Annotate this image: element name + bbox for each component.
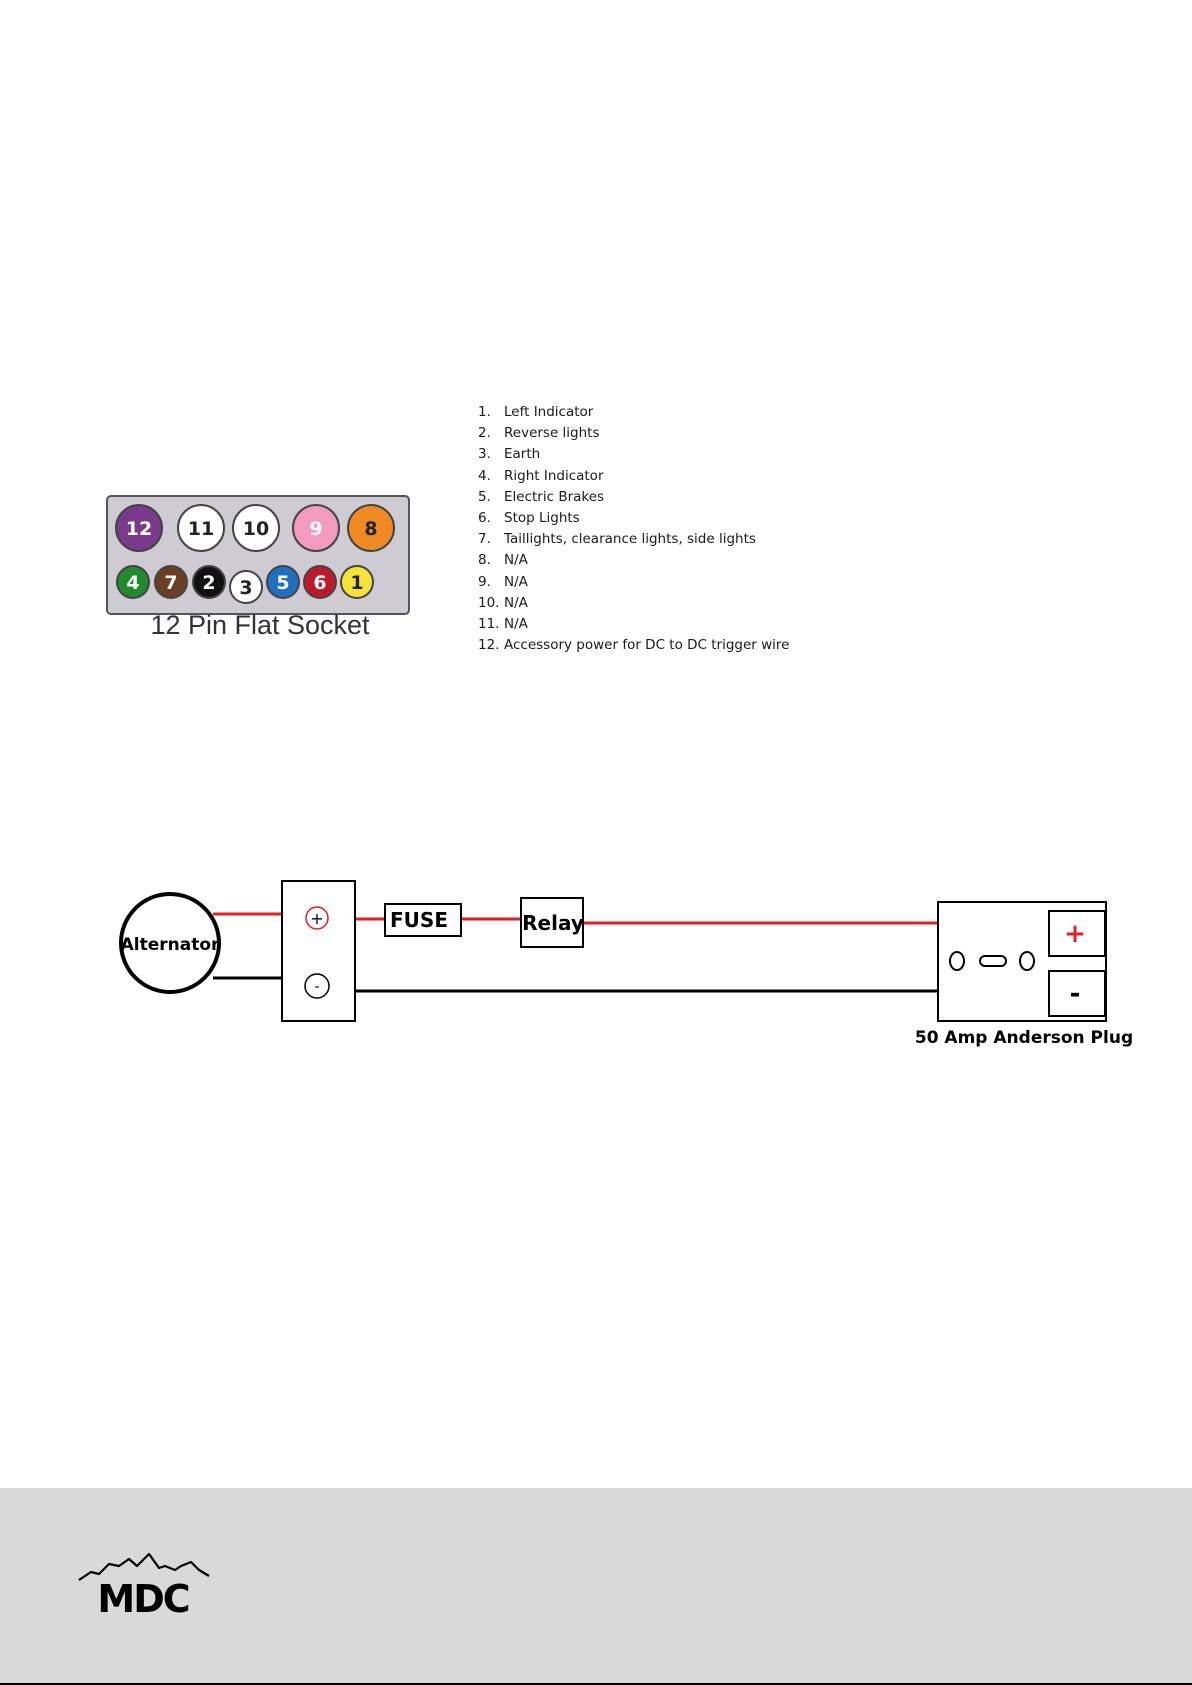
pin-function-text: Right Indicator bbox=[504, 467, 604, 484]
pin-6-label: 6 bbox=[313, 572, 326, 594]
pin-2-label: 2 bbox=[202, 572, 215, 594]
pin-8-circle bbox=[347, 504, 395, 552]
pin-12-circle bbox=[115, 504, 163, 552]
pin-function-number: 5. bbox=[478, 488, 491, 505]
pin-3-circle bbox=[229, 570, 263, 604]
pin-function-list: 1. Left Indicator 2. Reverse lights 3. Earth 4… bbox=[478, 402, 789, 656]
socket-caption: 12 Pin Flat Socket bbox=[150, 610, 370, 640]
pin-function-item: 3. Earth bbox=[478, 444, 789, 465]
pin-function-number: 8. bbox=[478, 552, 491, 569]
pin-function-item: 7. Taillights, clearance lights, side lig… bbox=[478, 529, 789, 550]
pin-function-item: 8. N/A bbox=[478, 550, 789, 571]
pin-4-label: 4 bbox=[126, 572, 139, 594]
pin-function-item: 5. Electric Brakes bbox=[478, 487, 789, 508]
alternator-circle bbox=[119, 892, 221, 994]
pin-function-text: N/A bbox=[504, 594, 528, 611]
relay-box bbox=[520, 897, 584, 948]
pin-function-text: Taillights, clearance lights, side light… bbox=[504, 531, 756, 548]
pin-function-text: Earth bbox=[504, 446, 541, 463]
pin-9-label: 9 bbox=[309, 518, 322, 540]
pin-6-circle bbox=[303, 565, 337, 599]
mdc-logo: MDC bbox=[78, 1552, 210, 1615]
pin-function-item: 1. Left Indicator bbox=[478, 402, 789, 423]
pin-function-text: Reverse lights bbox=[504, 425, 600, 442]
pin-function-text: Left Indicator bbox=[504, 404, 594, 420]
footer-bottom-line bbox=[0, 1683, 1192, 1685]
pin-10-label: 10 bbox=[243, 518, 269, 540]
fuse-label: FUSE bbox=[390, 908, 448, 932]
pin-function-number: 6. bbox=[478, 509, 491, 526]
pin-function-number: 10. bbox=[478, 594, 500, 611]
negative-terminal-symbol: - bbox=[314, 979, 319, 995]
pin-3-label: 3 bbox=[239, 577, 252, 599]
socket-diagram: 12 11 10 9 8 4 7 2 3 5 6 1 bbox=[106, 495, 410, 615]
plug-positive-symbol: + bbox=[1064, 919, 1086, 949]
pin-1-circle bbox=[340, 565, 374, 599]
pin-7-circle bbox=[154, 565, 188, 599]
pin-9-circle bbox=[292, 504, 340, 552]
plug-hole-right bbox=[1019, 951, 1035, 971]
pin-2-circle bbox=[192, 565, 226, 599]
positive-terminal-symbol: + bbox=[310, 909, 323, 928]
pin-12-label: 12 bbox=[126, 518, 152, 540]
pin-function-number: 7. bbox=[478, 531, 491, 548]
pin-function-number: 1. bbox=[478, 404, 491, 420]
pin-function-item: 2. Reverse lights bbox=[478, 423, 789, 444]
plug-negative-symbol: - bbox=[1070, 979, 1081, 1009]
plug-hole-left bbox=[949, 951, 965, 971]
fuse-box bbox=[384, 903, 462, 937]
plug-hole-center bbox=[979, 955, 1007, 967]
pin-function-number: 11. bbox=[478, 615, 500, 632]
pin-function-item: 10.N/A bbox=[478, 593, 789, 614]
pin-11-label: 11 bbox=[188, 518, 214, 540]
positive-terminal bbox=[305, 906, 329, 930]
plug-positive-contact bbox=[1048, 910, 1106, 957]
plug-label: 50 Amp Anderson Plug bbox=[915, 1028, 1133, 1048]
pin-function-text: Accessory power for DC to DC trigger wir… bbox=[504, 637, 790, 654]
pin-1-label: 1 bbox=[350, 572, 363, 594]
pin-function-number: 12. bbox=[478, 637, 500, 654]
pin-11-circle bbox=[177, 504, 225, 552]
pin-7-label: 7 bbox=[164, 572, 177, 594]
pin-function-item: 11.N/A bbox=[478, 614, 789, 635]
logo-wordmark: MDC bbox=[97, 1577, 188, 1615]
pin-10-circle bbox=[232, 504, 280, 552]
pin-function-text: N/A bbox=[504, 615, 528, 632]
terminal-block bbox=[281, 880, 356, 1022]
pin-function-number: 2. bbox=[478, 425, 491, 442]
pin-4-circle bbox=[116, 565, 150, 599]
pin-5-circle bbox=[266, 565, 300, 599]
footer: MDC bbox=[0, 1488, 1192, 1685]
pin-function-number: 4. bbox=[478, 467, 491, 484]
logo-mountain-outline bbox=[78, 1552, 210, 1581]
pin-5-label: 5 bbox=[276, 572, 289, 594]
pin-function-text: N/A bbox=[504, 552, 528, 569]
pin-function-text: Stop Lights bbox=[504, 509, 580, 526]
pin-function-number: 3. bbox=[478, 446, 491, 463]
alternator-label: Alternator bbox=[121, 935, 220, 955]
pin-function-text: N/A bbox=[504, 573, 528, 590]
pin-function-item: 4. Right Indicator bbox=[478, 466, 789, 487]
pin-function-number: 9. bbox=[478, 573, 491, 590]
plug-negative-contact bbox=[1048, 970, 1106, 1017]
pin-function-item: 9. N/A bbox=[478, 572, 789, 593]
relay-label: Relay bbox=[522, 911, 584, 935]
pin-8-label: 8 bbox=[364, 518, 377, 540]
pin-function-item: 6. Stop Lights bbox=[478, 508, 789, 529]
pin-function-item: 12.Accessory power for DC to DC trigger … bbox=[478, 635, 789, 656]
negative-terminal bbox=[304, 973, 330, 999]
wiring-diagram: Alternator + - FUSE Relay + - 50 Amp And… bbox=[119, 880, 1133, 1048]
pin-function-text: Electric Brakes bbox=[504, 488, 605, 505]
